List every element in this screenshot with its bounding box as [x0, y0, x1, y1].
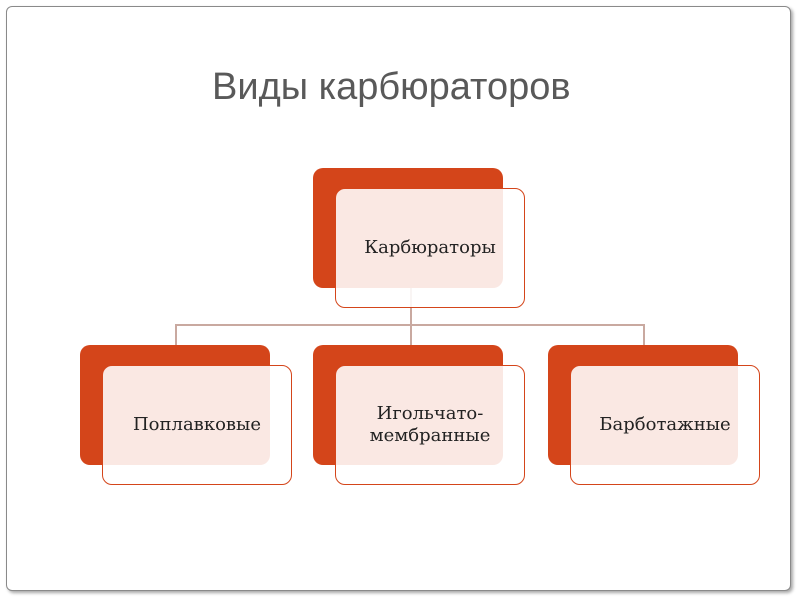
node-root: Карбюраторы [313, 168, 525, 308]
node-child-bubbling-label: Барботажные [570, 365, 760, 485]
connector-vertical-middle [410, 324, 412, 346]
connector-vertical-left [175, 324, 177, 346]
connector-vertical-right [643, 324, 645, 346]
slide-title: Виды карбюраторов [212, 66, 571, 108]
node-root-label: Карбюраторы [335, 188, 525, 308]
node-child-needle-membrane: Игольчато-мембранные [313, 345, 525, 485]
node-child-bubbling: Барботажные [548, 345, 760, 485]
node-child-floating-label: Поплавковые [102, 365, 292, 485]
node-child-needle-membrane-label: Игольчато-мембранные [335, 365, 525, 485]
node-child-floating: Поплавковые [80, 345, 292, 485]
